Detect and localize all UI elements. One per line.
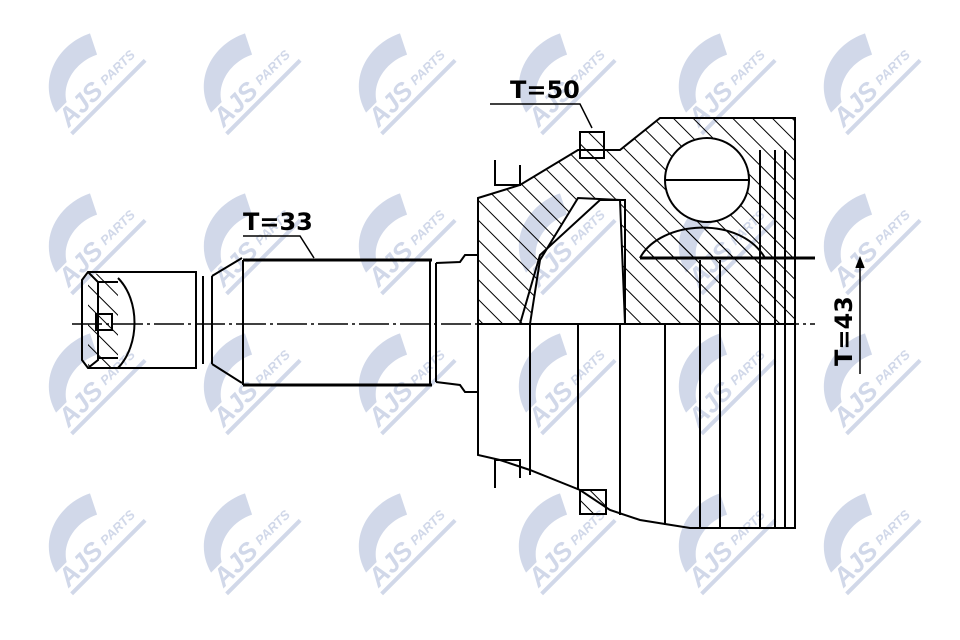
dimension-t33: T=33 [243,208,313,236]
dimension-t43: T=43 [830,296,858,366]
dimension-leaders [243,103,865,374]
shaft-spline [242,254,478,393]
joint-housing [477,117,815,529]
shaft-end [81,257,243,384]
dimension-t50: T=50 [510,76,580,104]
